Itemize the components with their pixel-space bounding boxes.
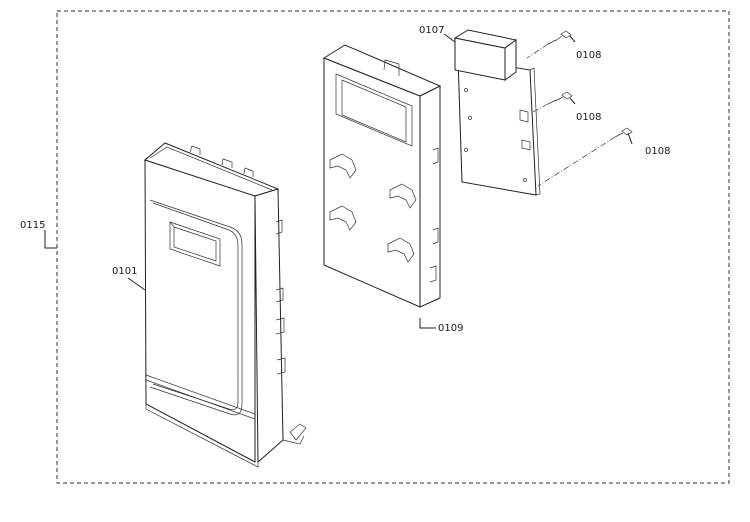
screw-1-part xyxy=(547,30,572,45)
screw-2-part xyxy=(547,91,573,105)
screw-axis-1 xyxy=(526,43,549,59)
screw-3-part xyxy=(614,127,633,138)
label-assembly: 0115 xyxy=(20,220,45,231)
bracket-part xyxy=(322,44,442,308)
label-screw-1: 0108 xyxy=(576,50,601,61)
label-front-panel: 0101 xyxy=(112,266,137,277)
screw-axis-2 xyxy=(532,103,549,113)
label-screw-3: 0108 xyxy=(645,146,670,157)
leader-0115 xyxy=(44,230,57,249)
leader-0109 xyxy=(419,318,436,329)
assembly-boundary xyxy=(56,10,730,484)
screw-axis-3 xyxy=(537,136,616,187)
leader-0108a xyxy=(569,35,576,43)
leader-0101 xyxy=(127,277,146,291)
label-bracket: 0109 xyxy=(438,323,463,334)
front-panel-part xyxy=(143,142,307,468)
pcb-part xyxy=(453,29,541,196)
leader-0108c xyxy=(627,132,633,145)
leader-0108b xyxy=(569,97,576,105)
leader-0107 xyxy=(443,33,456,43)
label-screw-2: 0108 xyxy=(576,112,601,123)
label-pcb: 0107 xyxy=(419,25,444,36)
